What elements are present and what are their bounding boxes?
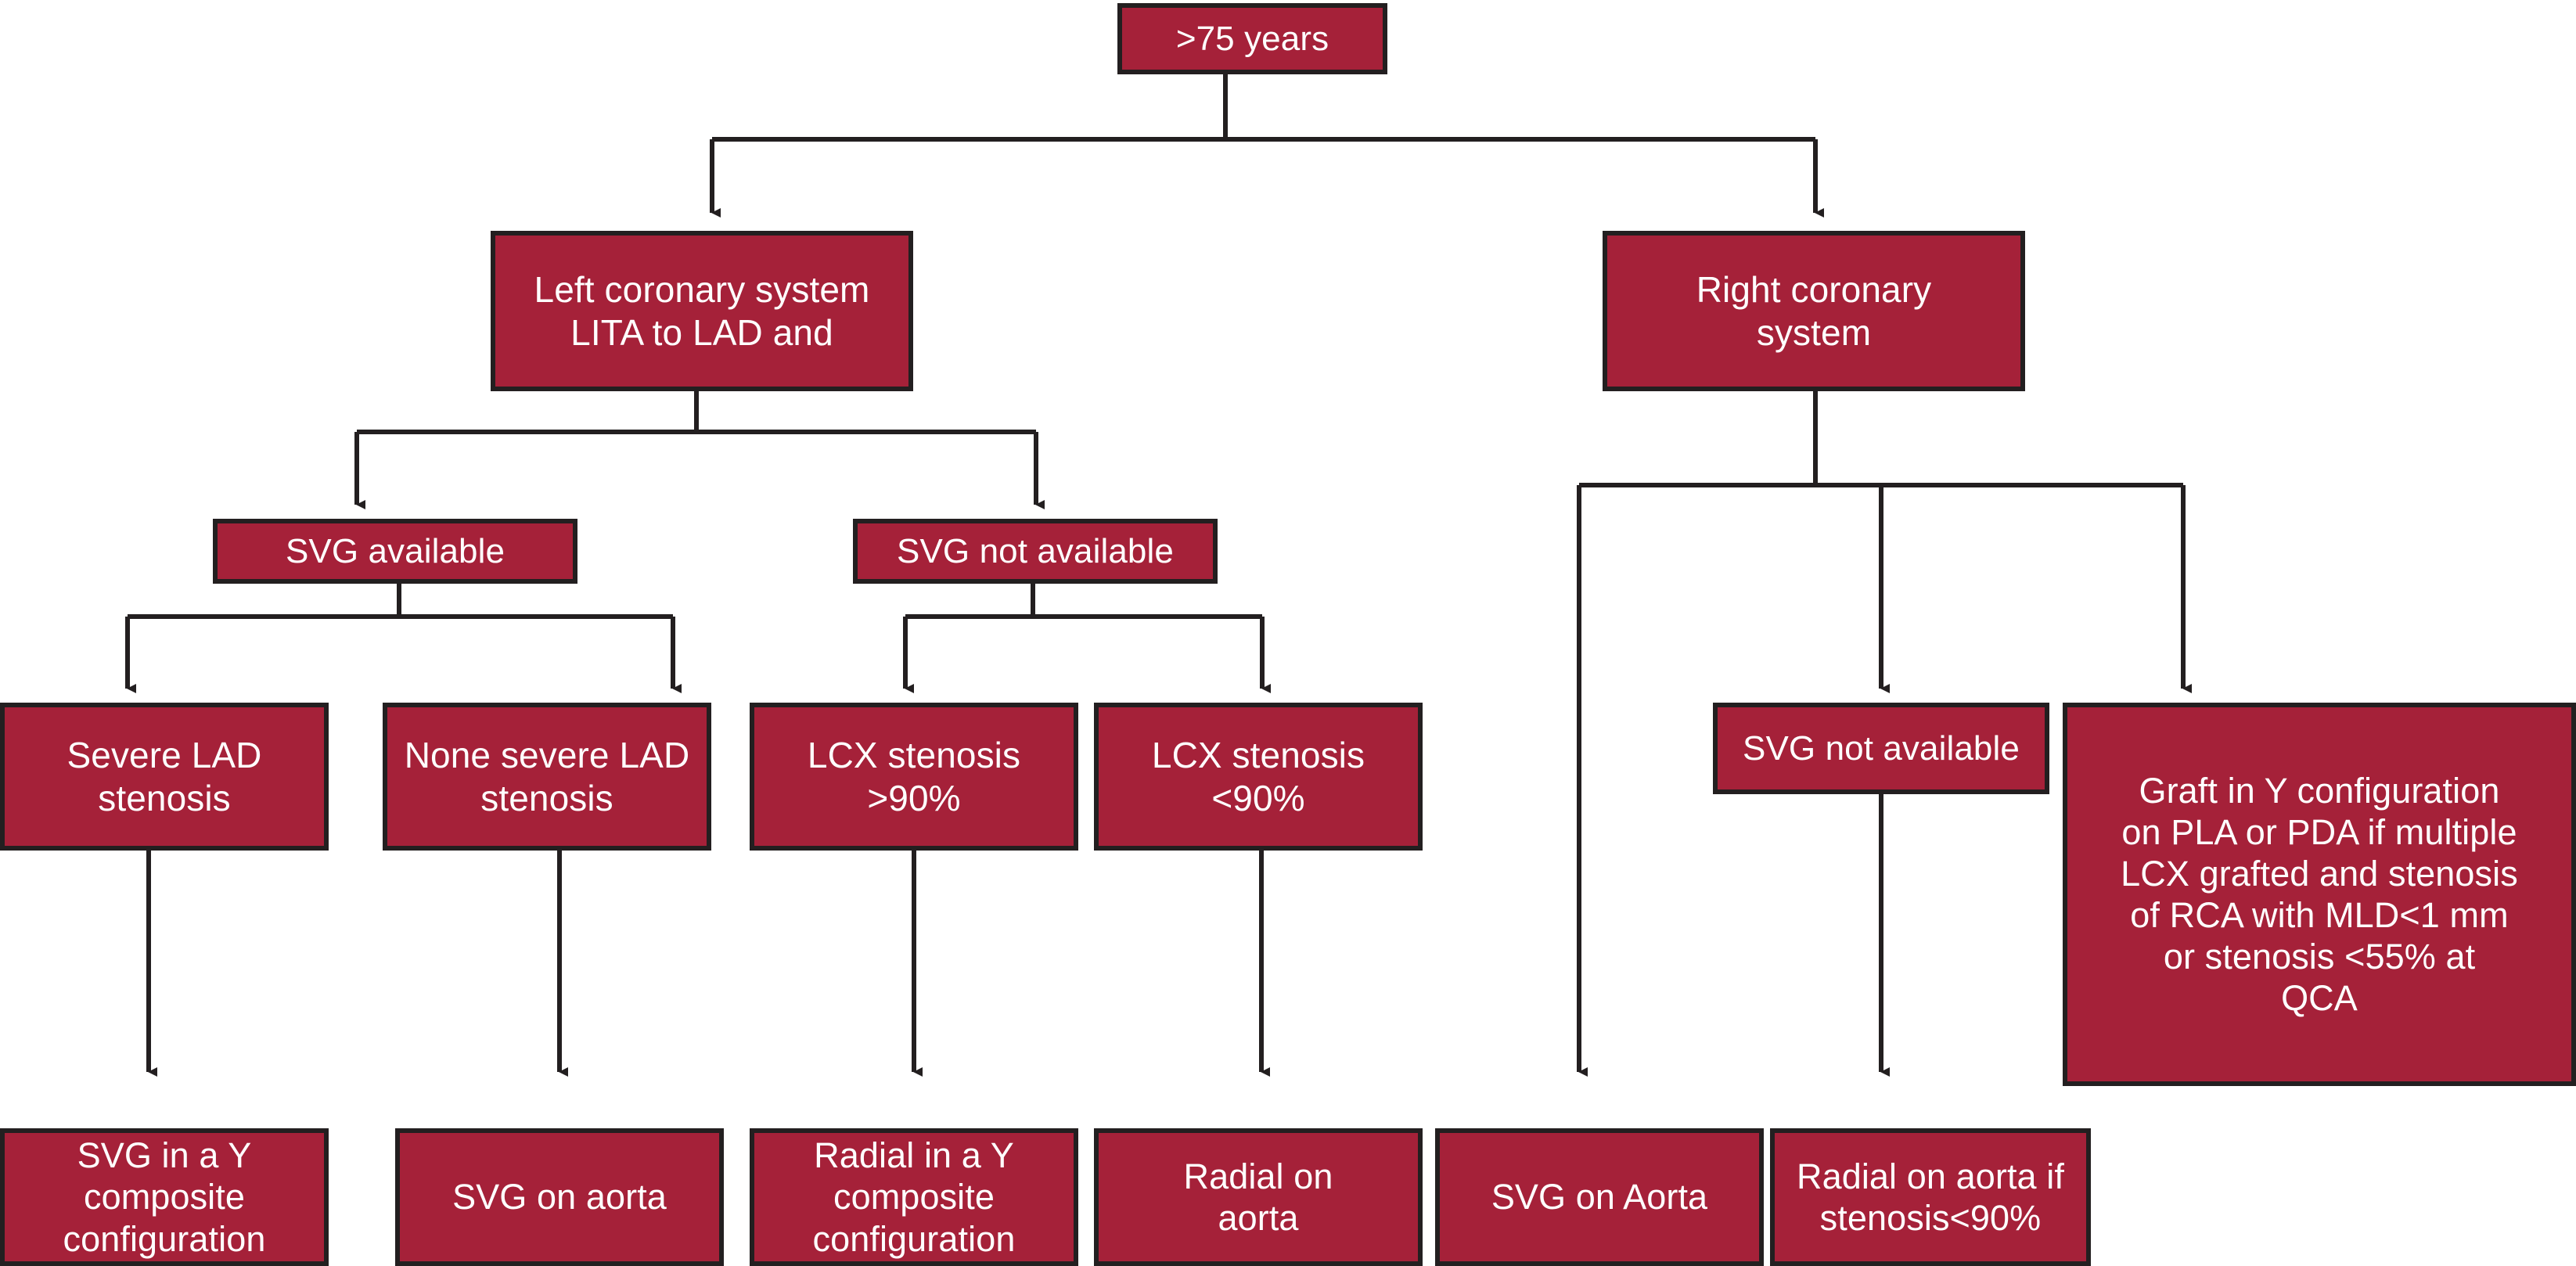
node-lcx-stenosis-lt90[interactable]: LCX stenosis <90% <box>1094 703 1423 851</box>
node-svg-on-aorta-label: SVG on aorta <box>452 1177 667 1217</box>
node-svg-on-aorta-right-label: SVG on Aorta <box>1491 1177 1708 1217</box>
node-none-severe-lad-stenosis[interactable]: None severe LAD stenosis <box>383 703 711 851</box>
node-severe-lad-stenosis-label: Severe LAD stenosis <box>67 735 262 818</box>
node-svg-on-aorta[interactable]: SVG on aorta <box>395 1128 724 1266</box>
node-svg-not-available-right-label: SVG not available <box>1743 728 2020 768</box>
node-none-severe-lad-stenosis-label: None severe LAD stenosis <box>404 735 690 818</box>
node-right-coronary-system[interactable]: Right coronary system <box>1603 231 2025 391</box>
node-right-coronary-system-label: Right coronary system <box>1696 269 1932 353</box>
node-left-coronary-system[interactable]: Left coronary system LITA to LAD and <box>491 231 913 391</box>
node-svg-not-available-left[interactable]: SVG not available <box>853 519 1218 584</box>
node-radial-in-y-composite-configuration-label: Radial in a Y composite configuration <box>812 1135 1016 1259</box>
node-radial-on-aorta-label: Radial on aorta <box>1183 1156 1333 1238</box>
node-radial-on-aorta-if-stenosis-label: Radial on aorta if stenosis<90% <box>1796 1156 2064 1238</box>
node-severe-lad-stenosis[interactable]: Severe LAD stenosis <box>0 703 329 851</box>
node-radial-in-y-composite-configuration[interactable]: Radial in a Y composite configuration <box>750 1128 1078 1266</box>
node-svg-in-y-composite-configuration-label: SVG in a Y composite configuration <box>63 1135 266 1259</box>
node-radial-on-aorta-if-stenosis[interactable]: Radial on aorta if stenosis<90% <box>1770 1128 2091 1266</box>
node-svg-available-label: SVG available <box>285 531 505 570</box>
node-graft-y-configuration[interactable]: Graft in Y configuration on PLA or PDA i… <box>2063 703 2576 1086</box>
node-root[interactable]: >75 years <box>1117 3 1387 74</box>
node-lcx-stenosis-gt90-label: LCX stenosis >90% <box>807 735 1021 818</box>
node-radial-on-aorta[interactable]: Radial on aorta <box>1094 1128 1423 1266</box>
node-lcx-stenosis-lt90-label: LCX stenosis <90% <box>1151 735 1365 818</box>
node-svg-not-available-right[interactable]: SVG not available <box>1713 703 2049 794</box>
node-left-coronary-system-label: Left coronary system LITA to LAD and <box>534 269 870 353</box>
node-root-label: >75 years <box>1175 19 1329 58</box>
node-graft-y-configuration-label: Graft in Y configuration on PLA or PDA i… <box>2121 770 2518 1019</box>
node-lcx-stenosis-gt90[interactable]: LCX stenosis >90% <box>750 703 1078 851</box>
node-svg-not-available-left-label: SVG not available <box>897 531 1174 570</box>
node-svg-on-aorta-right[interactable]: SVG on Aorta <box>1435 1128 1764 1266</box>
node-svg-available[interactable]: SVG available <box>213 519 577 584</box>
node-svg-in-y-composite-configuration[interactable]: SVG in a Y composite configuration <box>0 1128 329 1266</box>
